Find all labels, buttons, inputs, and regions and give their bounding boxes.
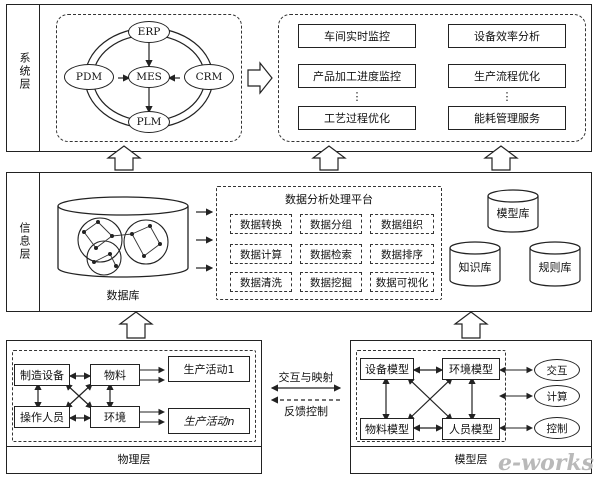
model-item-equipment: 设备模型 — [360, 358, 414, 380]
service-left-3: 工艺过程优化 — [298, 106, 416, 130]
system-apps-panel — [56, 14, 242, 142]
model-item-material: 物料模型 — [360, 418, 414, 440]
model-layer-label: 模型层 — [454, 453, 488, 466]
ellipsis-left: ⋮ — [351, 90, 363, 103]
platform-cell-r2c3: 数据排序 — [370, 244, 434, 264]
physical-item-operator: 操作人员 — [14, 406, 70, 428]
model-layer-label-box — [350, 446, 592, 474]
ellipsis-right: ⋮ — [501, 90, 513, 103]
physical-layer-label: 物理层 — [117, 453, 151, 466]
platform-title: 数据分析处理平台 — [285, 193, 373, 206]
service-right-3: 能耗管理服务 — [448, 106, 566, 130]
interaction-oval: 交互 — [534, 359, 580, 381]
system-services-panel — [278, 14, 586, 142]
platform-cell-r2c1: 数据计算 — [230, 244, 292, 264]
platform-cell-r3c2: 数据挖掘 — [300, 272, 362, 292]
rule-library-label: 规则库 — [538, 261, 572, 274]
production-activity-n: 生产活动n — [168, 408, 250, 434]
feedback-control-label: 反馈控制 — [284, 405, 328, 418]
platform-cell-r3c3: 数据可视化 — [370, 272, 434, 292]
service-right-1: 设备效率分析 — [448, 24, 566, 48]
model-item-environment: 环境模型 — [442, 358, 500, 380]
platform-cell-r3c1: 数据清洗 — [230, 272, 292, 292]
mes-node: MES — [128, 66, 170, 88]
physical-layer-label-box — [6, 446, 262, 474]
production-activity-1: 生产活动1 — [168, 356, 250, 382]
plm-node: PLM — [128, 111, 170, 133]
physical-inner-panel — [12, 350, 256, 442]
physical-item-material: 物料 — [90, 364, 140, 386]
knowledge-library-label: 知识库 — [458, 261, 492, 274]
physical-item-environment: 环境 — [90, 406, 140, 428]
physical-item-equipment: 制造设备 — [14, 364, 70, 386]
erp-node: ERP — [128, 21, 170, 43]
platform-panel — [216, 186, 442, 300]
e-works-watermark: e-works — [498, 450, 594, 476]
system-layer-label: 系统层 — [18, 52, 31, 91]
model-library-label: 模型库 — [496, 207, 530, 220]
platform-cell-r1c1: 数据转换 — [230, 214, 292, 234]
pdm-node: PDM — [64, 64, 114, 90]
model-inner-panel — [356, 350, 506, 442]
service-right-2: 生产流程优化 — [448, 64, 566, 88]
platform-cell-r1c3: 数据组织 — [370, 214, 434, 234]
service-left-1: 车间实时监控 — [298, 24, 416, 48]
interaction-mapping-label: 交互与映射 — [278, 371, 334, 384]
platform-cell-r1c2: 数据分组 — [300, 214, 362, 234]
platform-cell-r2c2: 数据检索 — [300, 244, 362, 264]
crm-node: CRM — [184, 64, 234, 90]
model-item-personnel: 人员模型 — [442, 418, 500, 440]
compute-oval: 计算 — [534, 385, 580, 407]
control-oval: 控制 — [534, 417, 580, 439]
info-layer-label-box — [6, 172, 40, 312]
system-layer-label-box — [6, 4, 40, 152]
service-left-2: 产品加工进度监控 — [298, 64, 416, 88]
info-layer-label: 信息层 — [18, 222, 31, 261]
database-label: 数据库 — [106, 289, 140, 302]
